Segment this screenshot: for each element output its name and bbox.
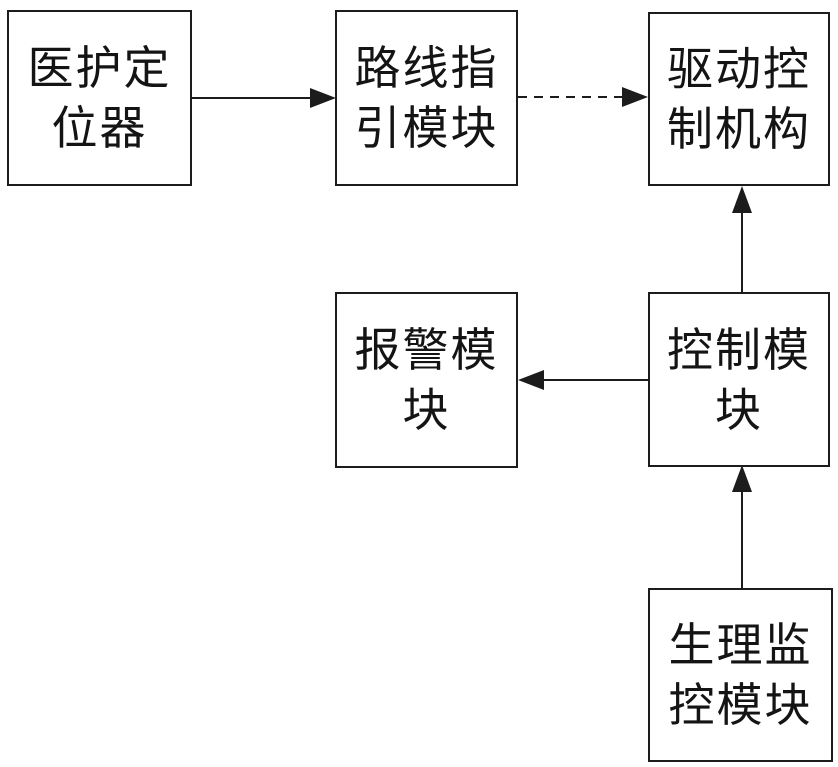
node-control-module: 控制模 块 xyxy=(648,292,830,467)
node-drive-control-mechanism: 驱动控 制机构 xyxy=(648,12,830,186)
node-label-line: 医护定 xyxy=(27,41,172,95)
edge-control-to-alarm-arrow xyxy=(518,370,648,390)
node-label-line: 制机构 xyxy=(667,102,811,156)
node-medical-staff-positioner: 医护定 位器 xyxy=(7,10,192,186)
node-physiological-monitoring-module: 生理监 控模块 xyxy=(648,588,833,762)
node-route-guidance-module: 路线指 引模块 xyxy=(335,10,518,186)
node-label-line: 控模块 xyxy=(668,678,813,732)
node-label-line: 路线指 xyxy=(354,41,499,95)
edge-positioner-to-route-arrow xyxy=(192,88,336,108)
edge-control-to-drive-arrow xyxy=(732,186,752,292)
node-label-line: 控制模 xyxy=(667,322,811,377)
node-label-line: 报警模 xyxy=(354,323,499,377)
node-alarm-module: 报警模 块 xyxy=(335,292,518,468)
edge-route-to-drive-dashed-arrow xyxy=(518,87,648,107)
node-label-line: 驱动控 xyxy=(667,42,811,96)
node-label-line: 块 xyxy=(715,382,763,437)
node-label-line: 块 xyxy=(402,383,451,437)
node-label-line: 位器 xyxy=(51,101,148,155)
edge-physio-to-control-arrow xyxy=(732,465,752,588)
node-label-line: 生理监 xyxy=(668,618,813,672)
node-label-line: 引模块 xyxy=(354,101,499,155)
